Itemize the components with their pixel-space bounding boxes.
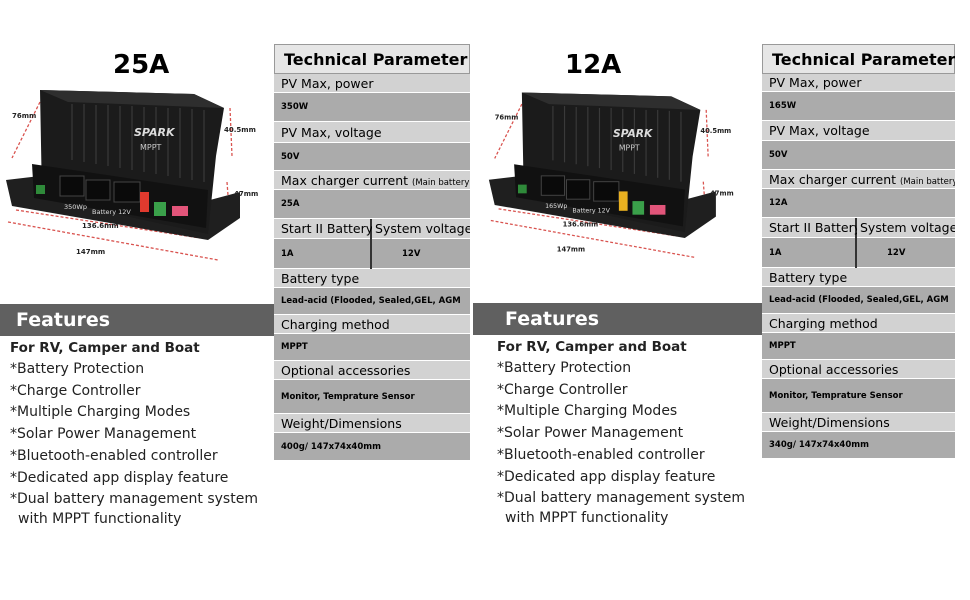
svg-text:147mm: 147mm [76, 248, 105, 256]
spec-value: 1A [762, 238, 855, 268]
svg-text:350Wp: 350Wp [64, 203, 87, 211]
spec-label: Weight/Dimensions [762, 413, 955, 432]
feature-item-continuation: with MPPT functionality [505, 509, 669, 526]
spec-value: Lead-acid (Flooded, Sealed,GEL, AGM [274, 288, 470, 315]
spec-label: System voltage [857, 218, 955, 238]
feature-item: *Dual battery management system [10, 491, 258, 508]
fuse [618, 191, 628, 211]
features-list: For RV, Camper and Boat *Battery Protect… [10, 340, 258, 527]
controller-image: SPARK MPPT 350Wp Battery 12V 76mm 40.5mm… [6, 90, 258, 261]
spec-label: Battery type [274, 269, 470, 288]
svg-text:40.5mm: 40.5mm [224, 126, 256, 134]
spec-heading: Technical Parameter [762, 44, 955, 74]
product-panel-12a: 12A SPARK MPPT 165Wp Battery 12V [473, 0, 970, 600]
spec-label: Optional accessories [274, 361, 470, 380]
terminal-block [154, 202, 166, 216]
feature-item: *Multiple Charging Modes [497, 403, 678, 420]
spec-value: 340g/ 147x74x40mm [762, 432, 955, 459]
technical-parameter-table: Technical Parameter PV Max, power 350W P… [274, 44, 470, 461]
spec-value: 165W [762, 92, 955, 121]
feature-item: *Multiple Charging Modes [10, 404, 191, 421]
svg-text:Battery 12V: Battery 12V [92, 208, 131, 216]
spec-label: Charging method [762, 314, 955, 333]
feature-item: *Charge Controller [10, 382, 141, 399]
spec-value: Monitor, Temprature Sensor [762, 379, 955, 413]
spec-label: Max charger current (Main battery) [762, 170, 955, 189]
spec-label: PV Max, voltage [274, 122, 470, 143]
fuse [140, 192, 149, 212]
feature-item: *Bluetooth-enabled controller [497, 446, 705, 463]
svg-text:47mm: 47mm [710, 189, 734, 197]
feature-item: *Charge Controller [497, 381, 628, 398]
spec-label: Weight/Dimensions [274, 414, 470, 433]
feature-item: *Dual battery management system [497, 490, 745, 507]
spec-label: PV Max, power [762, 74, 955, 92]
spec-label: Optional accessories [762, 360, 955, 379]
spec-label: PV Max, power [274, 74, 470, 93]
svg-text:147mm: 147mm [557, 246, 585, 254]
spec-value: 350W [274, 93, 470, 122]
spec-value: Lead-acid (Flooded, Sealed,GEL, AGM [762, 287, 955, 314]
technical-parameter-table: Technical Parameter PV Max, power 165W P… [762, 44, 955, 459]
features-list: For RV, Camper and Boat *Battery Protect… [497, 339, 745, 526]
svg-text:47mm: 47mm [234, 190, 258, 198]
svg-text:40.5mm: 40.5mm [700, 127, 731, 135]
feature-item: *Dedicated app display feature [497, 468, 716, 485]
spec-label: PV Max, voltage [762, 121, 955, 141]
dip-switch [649, 204, 666, 215]
spec-label: Max charger current (Main battery) [274, 171, 470, 190]
spec-heading: Technical Parameter [274, 44, 470, 74]
spec-value: MPPT [274, 334, 470, 361]
spec-value: 25A [274, 190, 470, 219]
model-title: 25A [113, 50, 170, 80]
feature-item: *Battery Protection [497, 360, 632, 376]
brand-logo: SPARK [134, 126, 176, 139]
spec-value: Monitor, Temprature Sensor [274, 380, 470, 414]
spec-label: Battery type [762, 268, 955, 287]
spec-label: System voltage [372, 219, 470, 239]
spec-value: 12V [372, 239, 470, 269]
feature-item: *Bluetooth-enabled controller [10, 447, 218, 464]
features-subheading: For RV, Camper and Boat [497, 339, 687, 355]
spec-value: 50V [762, 141, 955, 170]
feature-item-continuation: with MPPT functionality [18, 510, 182, 527]
model-title: 12A [565, 50, 622, 80]
spec-value: 1A [274, 239, 370, 269]
spec-value: 12V [857, 238, 955, 268]
spec-label: Start II Battery [274, 219, 373, 239]
controller-image: SPARK MPPT 165Wp Battery 12V 76mm 40.5mm… [488, 92, 734, 258]
svg-text:136.6mm: 136.6mm [82, 222, 119, 230]
feature-item: *Battery Protection [10, 361, 145, 377]
svg-text:76mm: 76mm [12, 112, 36, 120]
power-led [36, 185, 45, 194]
power-led [517, 184, 527, 194]
svg-text:165Wp: 165Wp [545, 203, 567, 210]
svg-text:136.6mm: 136.6mm [563, 220, 599, 228]
feature-item: *Solar Power Management [10, 426, 197, 443]
spec-label: Start II Battery [762, 218, 861, 238]
feature-item: *Solar Power Management [497, 425, 684, 442]
spec-value: MPPT [762, 333, 955, 360]
spec-label: Charging method [274, 315, 470, 334]
features-subheading: For RV, Camper and Boat [10, 340, 200, 356]
spec-value: 12A [762, 189, 955, 218]
svg-text:MPPT: MPPT [140, 143, 162, 152]
dip-switch [172, 206, 188, 216]
terminal-block [632, 201, 645, 215]
features-heading: Features [473, 303, 762, 335]
product-panel-25a: 25A SPARK MPPT 350Wp [0, 44, 470, 527]
svg-text:MPPT: MPPT [619, 144, 640, 153]
spec-value: 400g/ 147x74x40mm [274, 433, 470, 461]
features-heading: Features [0, 304, 275, 336]
spec-value: 50V [274, 143, 470, 171]
svg-text:76mm: 76mm [495, 114, 519, 122]
svg-text:Battery 12V: Battery 12V [572, 208, 610, 215]
feature-item: *Dedicated app display feature [10, 469, 229, 486]
brand-logo: SPARK [613, 127, 653, 140]
